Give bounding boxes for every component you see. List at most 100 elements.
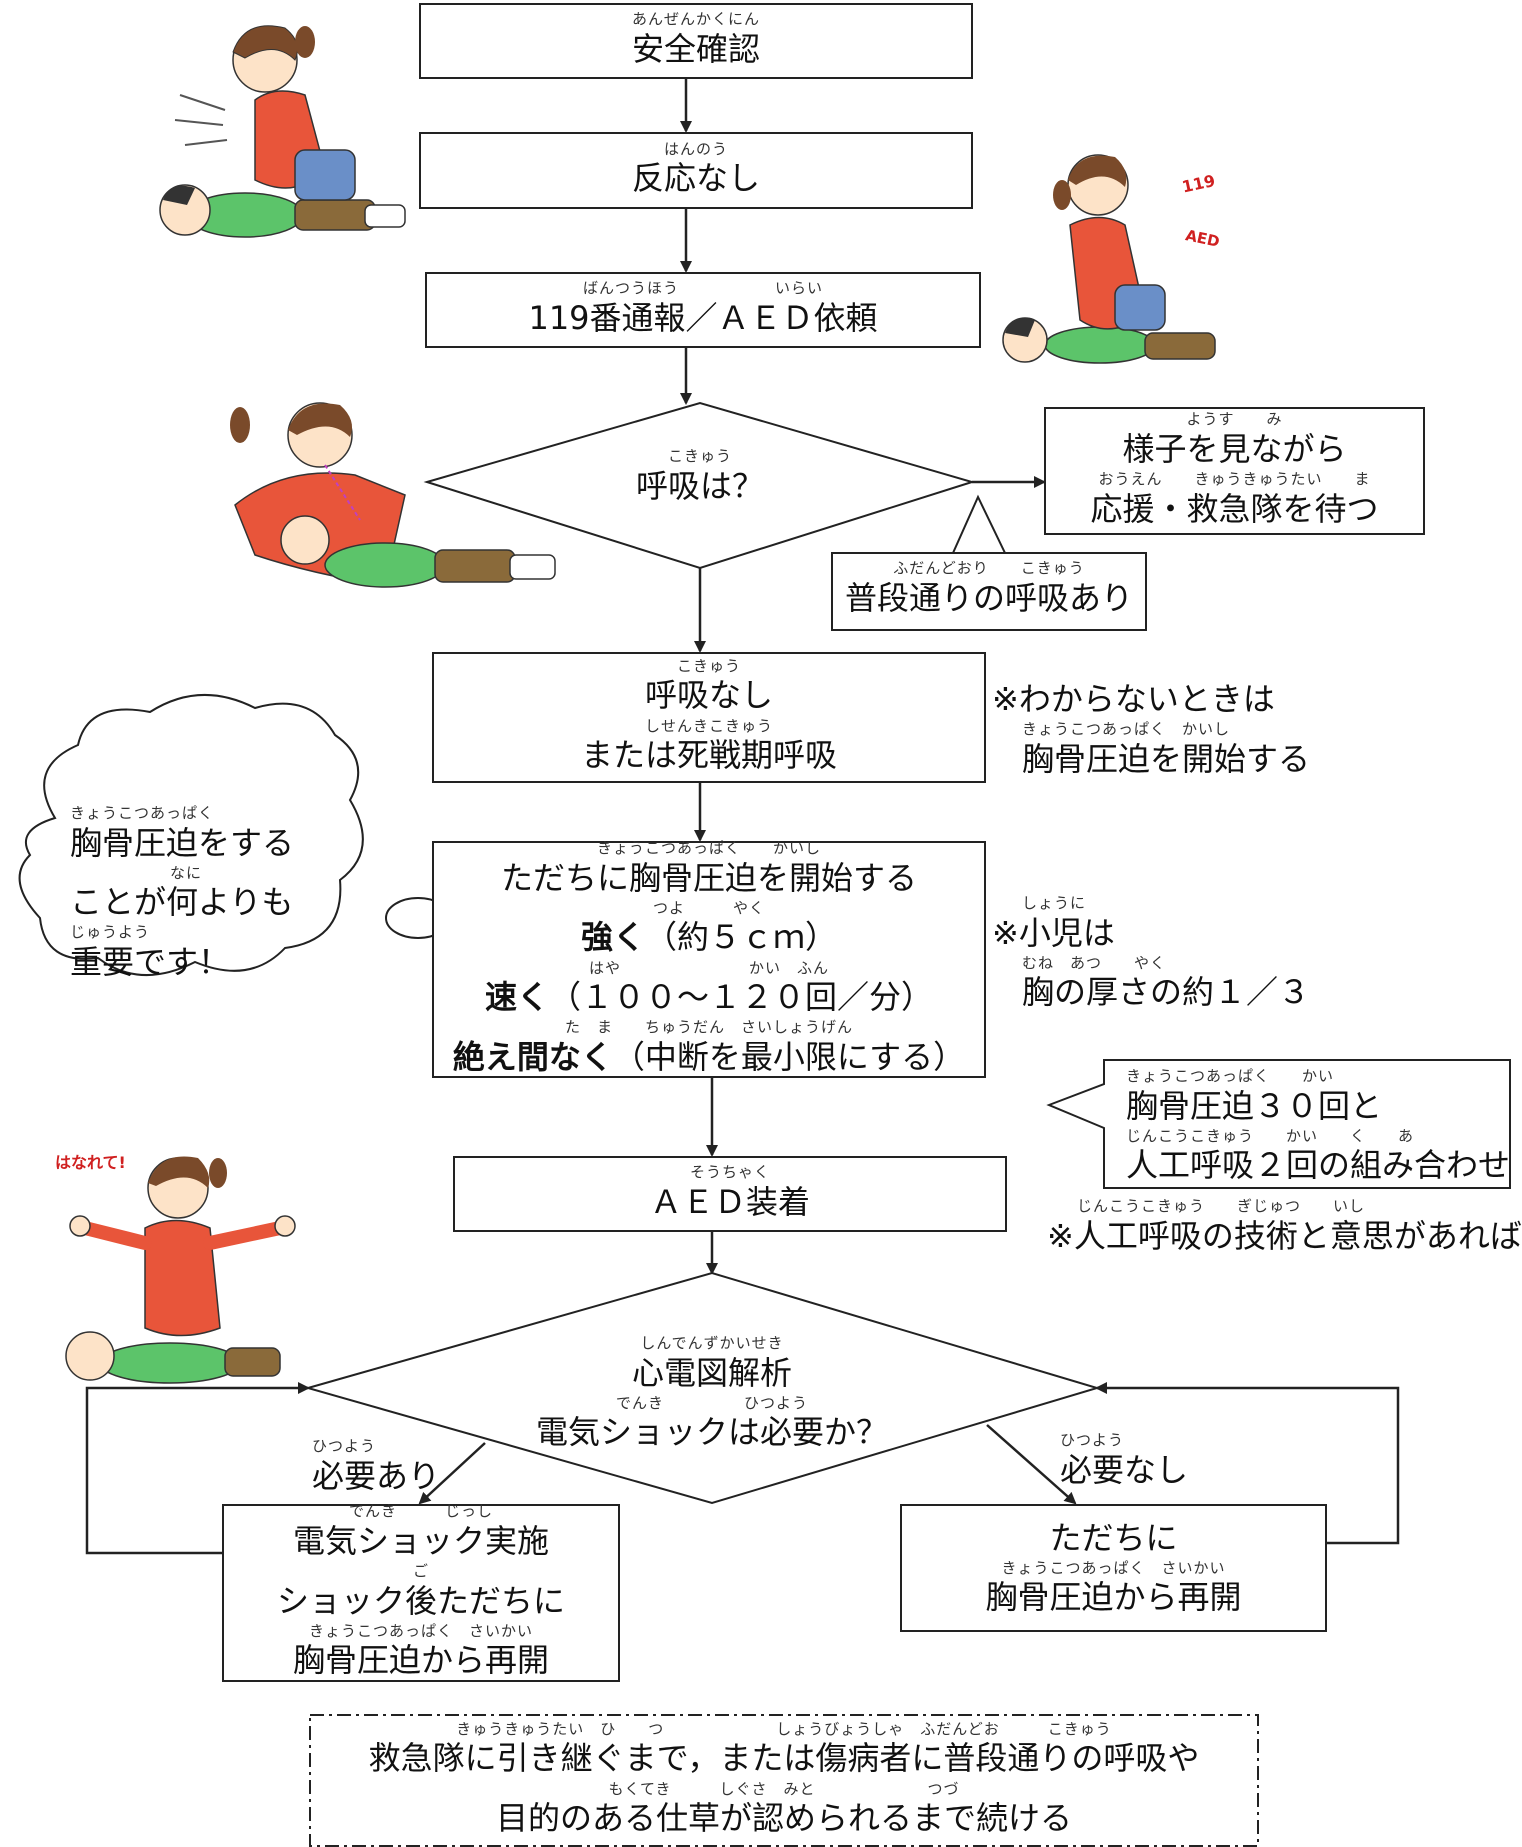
compression-rate: （１００～１２０回／分） (549, 978, 934, 1016)
thought-cloud (18, 693, 364, 977)
call-aed-sign: AED (1184, 226, 1221, 251)
branch-shock-needed: ひつよう 必要あり (312, 1438, 440, 1498)
step-wait-for-ems: ようす み 様子を見ながら おうえん きゅうきゅうたい ま 応援・救急隊を待つ (1044, 407, 1425, 535)
compression-ruby-4: た ま ちゅうだん さいしょうげん (564, 1018, 853, 1037)
no-breathing-ruby-2: しせんきこきゅう (644, 716, 773, 735)
note-unsure: ※わからないときは きょうこつあっぱく かいし 胸骨圧迫を開始する (992, 678, 1310, 781)
branch-not-needed-text: 必要なし (1060, 1450, 1189, 1489)
compression-line-4: 絶え間なく（中断を最小限にする） (453, 1036, 965, 1079)
no-breathing-line-2: または死戦期呼吸 (580, 736, 837, 774)
compression-line-3: 速く（１００～１２０回／分） (485, 976, 933, 1019)
safety-ruby: あんぜんかくにん (631, 10, 760, 29)
normal-breathing-ruby: ふだんどおり こきゅう (893, 559, 1085, 577)
call-text: 119番通報／ＡＥＤ依頼 (528, 298, 878, 337)
footer-ruby-2: もくてき しぐさ みと つづ (608, 1779, 960, 1798)
arrow-analysis-to-shock (418, 1442, 486, 1505)
arrow-analysis-to-no-shock (986, 1424, 1077, 1505)
thought-ruby-3: じゅうよう (70, 923, 151, 942)
shock-ruby-2: ご (412, 1562, 429, 1581)
footer-continue-note: きゅうきゅうたい ひ つ しょうびょうしゃ ふだんどお こきゅう 救急隊に引き継… (310, 1715, 1258, 1846)
aed-text: ＡＥＤ装着 (649, 1182, 810, 1221)
analysis-ruby-2: でんき ひつよう (615, 1393, 808, 1412)
note-skill-ruby: じんこうこきゅう ぎじゅつ いし (1077, 1197, 1366, 1215)
compression-ruby-1: きょうこつあっぱく かいし (596, 839, 821, 858)
compression-continuous: 絶え間なく (452, 1037, 613, 1076)
note-child: しょうに ※小児は むね あつ やく 胸の厚さの約１／３ (992, 895, 1310, 1014)
step-call-119: ばんつうほう いらい 119番通報／ＡＥＤ依頼 (425, 272, 981, 348)
no-shock-line-1: ただちに (1049, 1518, 1178, 1557)
compression-minimize: （中断を最小限にする） (612, 1037, 966, 1076)
rescuer-checking-illustration (159, 25, 406, 238)
ratio-note-callout (1046, 1059, 1511, 1189)
loop-no-shock-to-analysis (1095, 1382, 1400, 1545)
normal-breathing-text: 普段通りの呼吸あり (844, 578, 1133, 617)
thought-line-1: 胸骨圧迫をする (70, 823, 295, 862)
safety-text: 安全確認 (631, 29, 760, 68)
note-unsure-line-2: 胸骨圧迫を開始する (1022, 739, 1311, 778)
thought-ruby-2: なに (170, 863, 203, 882)
warning-lines-icon (174, 94, 228, 146)
note-ratio-line-1: 胸骨圧迫３０回と (1126, 1086, 1383, 1125)
no-breathing-line-1: 呼吸なし (644, 676, 773, 715)
note-unsure-line-1: ※わからないときは (992, 680, 1275, 718)
breathing-decision-diamond (423, 401, 976, 570)
step-deliver-shock: でんき じっし 電気ショック実施 ご ショック後ただちに きょうこつあっぱく さ… (222, 1502, 620, 1682)
wait-line-2: 応援・救急隊を待つ (1090, 489, 1379, 528)
note-ratio-ruby-2: じんこうこきゅう かい く あ (1126, 1126, 1415, 1145)
thought-ruby-1: きょうこつあっぱく (70, 804, 215, 822)
call-ruby: ばんつうほう いらい (582, 279, 823, 298)
note-ratio-ruby-1: きょうこつあっぱく かい (1126, 1067, 1335, 1085)
shock-line-3: 胸骨圧迫から再開 (292, 1641, 549, 1680)
no-shock-line-2: 胸骨圧迫から再開 (985, 1578, 1242, 1617)
rescuer-calling-illustration: 119 AED (1002, 154, 1221, 364)
normal-breathing-callout (831, 494, 1147, 631)
step-resume-compression: ただちに きょうこつあっぱく さいかい 胸骨圧迫から再開 (900, 1504, 1327, 1632)
branch-needed-text: 必要あり (312, 1456, 441, 1495)
compression-ruby-2: つよ やく (652, 898, 765, 917)
compression-fast: 速く (484, 978, 549, 1016)
rescuer-checking-breathing-illustration (230, 402, 556, 588)
shock-ruby-1: でんき じっし (348, 1502, 493, 1521)
note-child-line-1: ※小児は (992, 913, 1115, 952)
shock-line-2: ショック後ただちに (276, 1581, 565, 1620)
footer-ruby-1: きゅうきゅうたい ひ つ しょうびょうしゃ ふだんどお こきゅう (456, 1719, 1112, 1738)
compression-strong: 強く (580, 918, 645, 957)
shock-line-1: 電気ショック実施 (292, 1521, 549, 1560)
wait-line-1: 様子を見ながら (1122, 429, 1347, 468)
note-skill-text: ※人工呼吸の技術と意思があれば (1047, 1216, 1522, 1255)
wait-ruby-1: ようす み (1186, 410, 1283, 429)
shock-ruby-3: きょうこつあっぱく さいかい (308, 1621, 533, 1640)
step-no-response: はんのう 反応なし (419, 132, 973, 209)
thought-line-3: 重要です！ (70, 942, 231, 981)
footer-line-1: 救急隊に引き継ぐまで，または傷病者に普段通りの呼吸や (368, 1739, 1200, 1778)
thought-line-2: ことが何よりも (70, 883, 294, 922)
analysis-line-1: 心電図解析 (631, 1353, 792, 1392)
note-child-ruby-1: しょうに (1022, 894, 1087, 912)
branch-shock-not-needed: ひつよう 必要なし (1060, 1432, 1188, 1492)
analysis-ruby-1: しんでんずかいせき (640, 1334, 784, 1352)
compression-depth: （約５ｃｍ） (645, 918, 838, 957)
no-shock-ruby-2: きょうこつあっぱく さいかい (1001, 1558, 1226, 1577)
analysis-decision-diamond (304, 1271, 1101, 1505)
note-child-line-2: 胸の厚さの約１／３ (1022, 973, 1311, 1012)
stand-clear-illustration: はなれて! (55, 1153, 296, 1384)
note-child-ruby-2: むね あつ やく (1022, 953, 1167, 972)
normal-breathing-label: ふだんどおり こきゅう 普段通りの呼吸あり (832, 560, 1146, 620)
branch-not-needed-ruby: ひつよう (1060, 1431, 1125, 1449)
analysis-question: しんでんずかいせき 心電図解析 でんき ひつよう 電気ショックは必要か？ (502, 1335, 922, 1454)
breathing-question-ruby: こきゅう (667, 447, 732, 465)
no-response-ruby: はんのう (663, 139, 728, 158)
no-breathing-ruby-1: こきゅう (676, 656, 741, 675)
note-unsure-ruby-2: きょうこつあっぱく かいし (1022, 720, 1231, 739)
breathing-question-text: 呼吸は？ (635, 466, 764, 505)
step-chest-compression: きょうこつあっぱく かいし ただちに胸骨圧迫を開始する つよ やく 強く（約５ｃ… (432, 839, 986, 1079)
note-skill: じんこうこきゅう ぎじゅつ いし ※人工呼吸の技術と意思があれば (1047, 1198, 1522, 1258)
stand-clear-sign: はなれて! (55, 1153, 126, 1172)
loop-shock-to-analysis (85, 1382, 310, 1555)
step-no-breathing: こきゅう 呼吸なし しせんきこきゅう または死戦期呼吸 (432, 652, 986, 783)
note-ratio: きょうこつあっぱく かい 胸骨圧迫３０回と じんこうこきゅう かい く あ 人工… (1126, 1068, 1510, 1187)
compression-ruby-3: はや かい ふん (588, 958, 829, 977)
aed-ruby: そうちゃく (689, 1163, 770, 1182)
breathing-question: こきゅう 呼吸は？ (600, 448, 800, 508)
